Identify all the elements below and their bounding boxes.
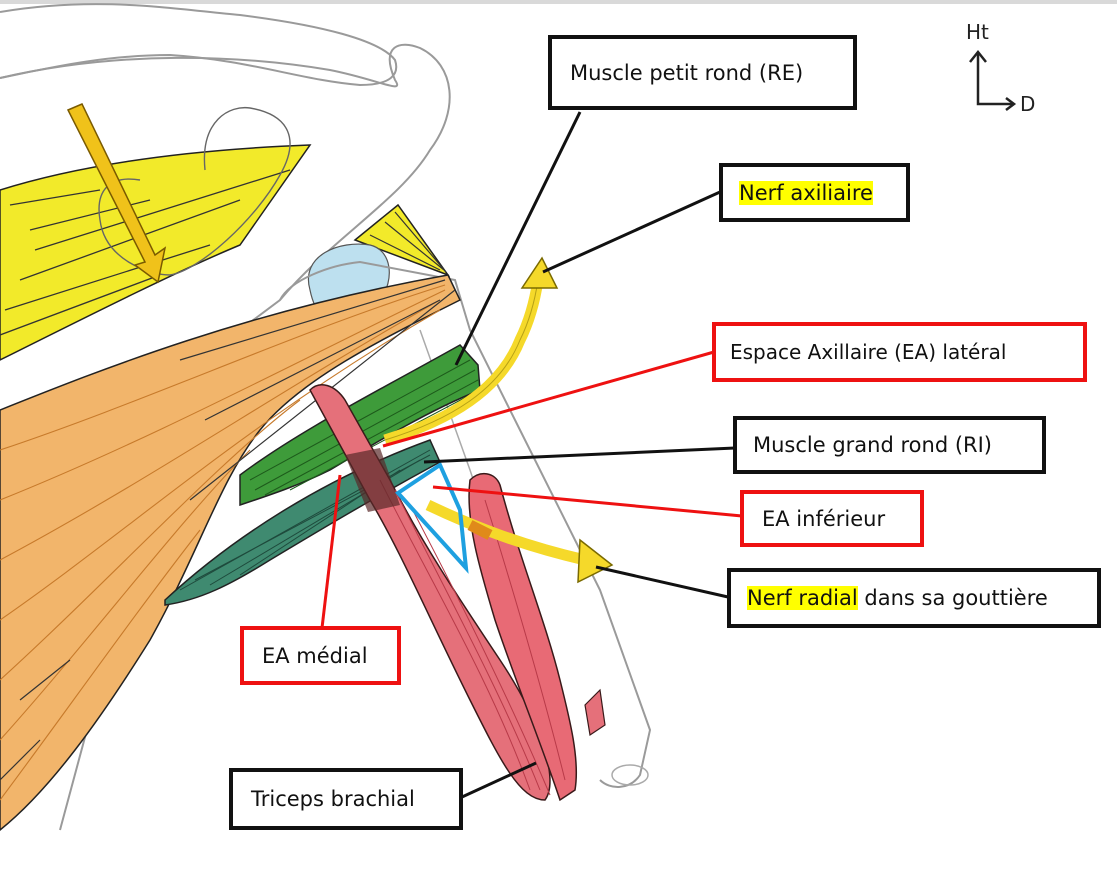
label-ea-lateral: Espace Axillaire (EA) latéral xyxy=(712,322,1087,382)
label-grand-rond: Muscle grand rond (RI) xyxy=(733,416,1046,474)
label-triceps: Triceps brachial xyxy=(229,768,463,830)
ea-inferieur-outline xyxy=(394,462,469,574)
leader-petit-rond xyxy=(454,111,582,366)
humerus-outline xyxy=(279,260,652,788)
leader-ea-lateral xyxy=(382,350,715,448)
label-ea-inferieur: EA inférieur xyxy=(740,490,924,547)
label-triceps-text: Triceps brachial xyxy=(251,787,415,811)
axillary-nerve-arrowhead xyxy=(520,256,559,289)
humerus-distal-end xyxy=(611,764,649,786)
triceps-crossing-shadow xyxy=(345,448,400,512)
leader-ea-medial xyxy=(320,474,342,629)
window-top-border xyxy=(0,0,1117,4)
label-petit-rond: Muscle petit rond (RE) xyxy=(548,35,857,110)
triceps-tendon xyxy=(584,688,606,737)
label-nerf-radial-highlight: Nerf radial xyxy=(747,586,858,610)
label-ea-lateral-text: Espace Axillaire (EA) latéral xyxy=(730,340,1007,364)
label-ea-medial: EA médial xyxy=(240,626,401,685)
label-ea-medial-text: EA médial xyxy=(262,643,368,668)
humeral-head-outline xyxy=(98,106,291,276)
label-nerf-axillaire: Nerf axiliaire xyxy=(719,163,910,222)
orientation-arrows-icon xyxy=(969,49,1017,111)
leader-triceps xyxy=(461,761,537,799)
radial-nerve-arrow xyxy=(425,500,587,566)
label-nerf-radial: Nerf radial dans sa gouttière xyxy=(727,568,1101,628)
orientation-up-label: Ht xyxy=(966,20,989,44)
yellow-muscle-fibers xyxy=(0,169,291,336)
acromion-outline xyxy=(0,43,451,831)
label-petit-rond-text: Muscle petit rond (RE) xyxy=(570,60,804,85)
label-ea-inferieur-text: EA inférieur xyxy=(762,506,886,531)
orientation-indicator: Ht D xyxy=(960,20,1050,120)
label-grand-rond-text: Muscle grand rond (RI) xyxy=(753,433,992,457)
orange-muscle xyxy=(0,274,461,831)
leader-ea-inferieur xyxy=(432,485,743,518)
leader-grand-rond xyxy=(423,446,736,464)
leader-nerf-axillaire xyxy=(542,190,721,274)
label-nerf-radial-text: dans sa gouttière xyxy=(857,586,1048,610)
leader-nerf-radial xyxy=(595,565,729,599)
radial-nerve-arrowhead xyxy=(577,538,614,584)
small-yellow-muscle xyxy=(353,203,451,277)
supraspinatus-arrow xyxy=(66,103,167,284)
orientation-right-label: D xyxy=(1020,92,1036,116)
label-nerf-axillaire-text: Nerf axiliaire xyxy=(739,180,873,205)
scapula-upper-outline xyxy=(0,3,398,87)
orange-muscle-fibers xyxy=(0,284,446,801)
